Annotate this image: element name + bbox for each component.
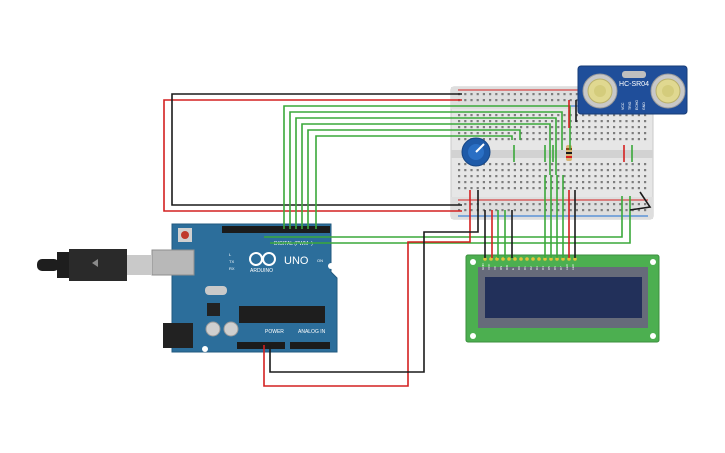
wires — [163, 93, 652, 387]
lcd-pin-label: E — [511, 268, 515, 270]
wire-black-power[interactable] — [269, 190, 479, 373]
arduino-logo — [249, 252, 276, 266]
usb-port — [151, 249, 195, 276]
lcd-pin[interactable] — [525, 257, 529, 261]
wire-green-5[interactable] — [307, 129, 521, 229]
power-header[interactable] — [237, 342, 285, 349]
on-label: ON — [317, 258, 323, 263]
wire-green-6[interactable] — [315, 135, 513, 229]
digital-label: DIGITAL (PWM~) — [274, 241, 313, 247]
analog-header[interactable] — [290, 342, 330, 349]
lcd-pin-label: D3 — [535, 266, 539, 270]
power-jack — [163, 323, 193, 348]
wire-green-trig[interactable] — [264, 196, 623, 238]
lcd-pin-label: GND — [481, 263, 485, 271]
breadboard-holes — [458, 93, 647, 212]
potentiometer-icon[interactable] — [461, 137, 491, 167]
lcd-pin[interactable] — [483, 257, 487, 261]
lcd-pin[interactable] — [561, 257, 565, 261]
wire-red-5v[interactable] — [163, 99, 462, 212]
digital-header[interactable] — [222, 226, 330, 233]
lcd-pin[interactable] — [495, 257, 499, 261]
wire-green-4[interactable] — [301, 123, 551, 229]
resistor-icon — [566, 145, 572, 161]
lcd-pin[interactable] — [519, 257, 523, 261]
rx-label: RX — [229, 266, 235, 271]
lcd-pin[interactable] — [555, 257, 559, 261]
lcd-screen — [485, 277, 642, 318]
arduino-label: ARDUINO — [250, 268, 273, 274]
wire-green-1[interactable] — [283, 105, 571, 229]
lcd-pin-label: D0 — [517, 266, 521, 270]
sensor-pin-label: GND — [642, 102, 646, 110]
lcd-pin-label: LED — [571, 263, 575, 270]
sensor-pin-label: VCC — [621, 102, 625, 110]
lcd-pin-label: VCC — [487, 263, 491, 270]
lcd-pin[interactable] — [549, 257, 553, 261]
lcd-pin[interactable] — [543, 257, 547, 261]
lcd-pin[interactable] — [573, 257, 577, 261]
lcd-pin-label: RW — [505, 265, 509, 270]
usb-cable-icon[interactable] — [37, 249, 152, 281]
wire-green-3[interactable] — [295, 117, 557, 229]
microcontroller-chip — [239, 306, 325, 323]
l-label: L — [229, 252, 232, 257]
sensor-pin-label: TRIG — [628, 101, 632, 110]
lcd-pin-label: D7 — [559, 266, 563, 270]
lcd-pin[interactable] — [501, 257, 505, 261]
lcd-pin[interactable] — [531, 257, 535, 261]
sensor-model-label: HC-SR04 — [619, 81, 649, 88]
arduino-uno[interactable]: UNO ARDUINO DIGITAL (PWM~) POWER ANALOG … — [151, 223, 338, 353]
power-label: POWER — [265, 329, 284, 335]
wire-green-2[interactable] — [289, 111, 563, 229]
lcd-pin[interactable] — [567, 257, 571, 261]
lcd-pin-label: D4 — [541, 266, 545, 270]
lcd-pin[interactable] — [537, 257, 541, 261]
wire-red-power[interactable] — [263, 190, 471, 387]
lcd-pin-label: D2 — [529, 266, 533, 270]
lcd-pin-label: D5 — [547, 266, 551, 270]
wire-green-echo[interactable] — [270, 196, 631, 244]
lcd-pin-label: V0 — [493, 266, 497, 270]
reset-button-icon[interactable] — [178, 228, 192, 242]
lcd-pin-label: RS — [499, 266, 503, 270]
wire-black-gnd[interactable] — [171, 93, 462, 206]
lcd-pin-label: D6 — [553, 266, 557, 270]
lcd-pin-label: D1 — [523, 266, 527, 270]
lcd-pin[interactable] — [507, 257, 511, 261]
analog-label: ANALOG IN — [298, 329, 326, 335]
tx-label: TX — [229, 259, 234, 264]
lcd-pin[interactable] — [513, 257, 517, 261]
lcd-pin[interactable] — [489, 257, 493, 261]
uno-label: UNO — [284, 255, 309, 267]
sensor-pin-label: ECHO — [635, 100, 639, 110]
lcd-pin-label: LED — [565, 263, 569, 270]
